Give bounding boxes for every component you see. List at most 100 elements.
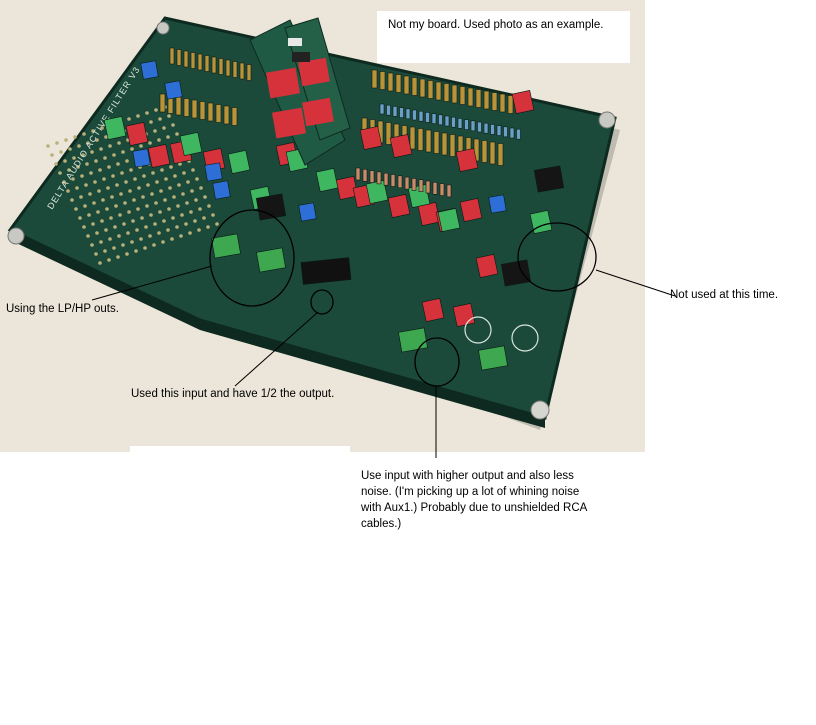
proto-pad (127, 210, 131, 214)
pin-header (175, 96, 182, 116)
green-capacitor (103, 115, 127, 141)
pin-header (223, 105, 230, 125)
red-capacitor (147, 143, 171, 169)
proto-pad (104, 228, 108, 232)
pin-header (176, 49, 182, 66)
pin-header (190, 52, 196, 69)
pin-header (232, 61, 238, 78)
proto-pad (97, 189, 101, 193)
proto-pad (107, 258, 111, 262)
pin-header (403, 75, 410, 95)
resistor (376, 171, 382, 185)
proto-pad (94, 159, 98, 163)
proto-pad (74, 207, 78, 211)
proto-pad (193, 219, 197, 223)
proto-pad (111, 174, 115, 178)
circle-lp-hp-outs (209, 209, 295, 307)
proto-pad (146, 183, 150, 187)
proto-pad (50, 153, 54, 157)
proto-pad (114, 204, 118, 208)
pin-header (183, 98, 190, 117)
proto-pad (91, 129, 95, 133)
resistor (432, 182, 438, 195)
proto-pad (86, 234, 90, 238)
proto-pad (167, 114, 171, 118)
proto-pad (125, 252, 129, 256)
proto-pad (202, 216, 206, 220)
mounting-standoffs (7, 21, 616, 420)
proto-pad (117, 234, 121, 238)
proto-pad (86, 141, 90, 145)
proto-pad (119, 192, 123, 196)
proto-pad (115, 183, 119, 187)
proto-pad (93, 180, 97, 184)
resistor (418, 110, 424, 122)
blue-trimmer (212, 180, 231, 200)
proto-pad (71, 177, 75, 181)
ic-chip (533, 165, 565, 193)
proto-pad (195, 177, 199, 181)
proto-pad (123, 201, 127, 205)
note-higher-output-line-2: noise. (I'm picking up a lot of whining … (361, 486, 580, 498)
proto-pad (77, 144, 81, 148)
ic-chip (500, 259, 532, 287)
resistor (392, 106, 398, 117)
green-capacitor (365, 179, 389, 205)
proto-pad (103, 249, 107, 253)
proto-pad (155, 180, 159, 184)
resistor (496, 125, 502, 136)
green-capacitor (437, 207, 461, 233)
green-capacitor (179, 131, 203, 157)
proto-pad (160, 168, 164, 172)
resistor (439, 183, 445, 196)
proto-pad (112, 153, 116, 157)
blue-trimmer (204, 162, 223, 182)
blue-trimmer (132, 148, 151, 168)
proto-pad (188, 231, 192, 235)
proto-pad (178, 162, 182, 166)
proto-pad (83, 204, 87, 208)
proto-pad (215, 222, 219, 226)
red-capacitor (125, 121, 149, 147)
pin-header (183, 50, 189, 68)
pin-header (231, 107, 238, 126)
proto-pad (63, 159, 67, 163)
proto-pad (100, 219, 104, 223)
pin-header (199, 101, 206, 120)
proto-pad (154, 108, 158, 112)
proto-pad (98, 168, 102, 172)
proto-pad (80, 174, 84, 178)
proto-pad (132, 198, 136, 202)
proto-pad (136, 207, 140, 211)
pin-header (159, 93, 166, 113)
resistor (397, 175, 403, 189)
proto-pad (103, 156, 107, 160)
proto-pad (131, 219, 135, 223)
proto-pad (180, 213, 184, 217)
proto-pad (135, 228, 139, 232)
proto-pad (197, 228, 201, 232)
resistor (438, 114, 443, 126)
pin-header (491, 92, 498, 111)
proto-pad (58, 171, 62, 175)
pcb-components (103, 47, 565, 371)
proto-pad (139, 144, 143, 148)
proto-pad (130, 147, 134, 151)
pin-header (449, 134, 456, 157)
proto-pad (140, 216, 144, 220)
proto-pad (136, 114, 140, 118)
pin-header (371, 69, 378, 89)
proto-pad (173, 174, 177, 178)
proto-pad (175, 132, 179, 136)
pin-header (451, 84, 458, 104)
pin-header (475, 89, 482, 108)
proto-pad (66, 189, 70, 193)
proto-pad (133, 177, 137, 181)
proto-pad (176, 204, 180, 208)
pin-header (385, 122, 392, 145)
resistor (464, 119, 469, 130)
proto-pad (211, 213, 215, 217)
proto-pad (90, 243, 94, 247)
proto-pad (166, 135, 170, 139)
pin-header (481, 140, 488, 163)
